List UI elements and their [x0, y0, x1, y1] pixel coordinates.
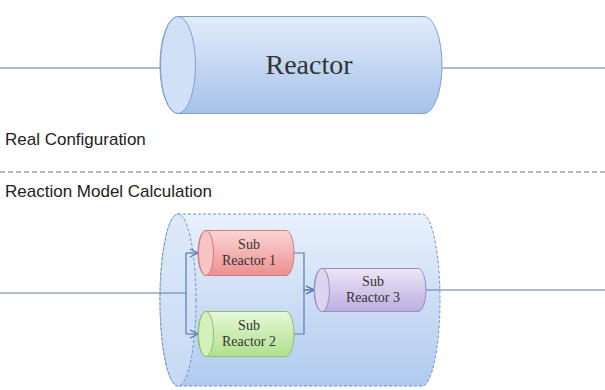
section-label: Real Configuration — [5, 130, 146, 150]
reactor-name: Sub Reactor 2 — [218, 318, 280, 350]
sub-reactor-cylinder: Sub Reactor 3 — [314, 268, 426, 312]
reactor-name: Sub Reactor 3 — [342, 274, 404, 306]
split-branch — [186, 333, 198, 334]
sub-reactor-cylinder: Sub Reactor 1 — [198, 230, 294, 276]
model-reactor-outline — [160, 214, 440, 386]
reactor-name: Sub Reactor 1 — [218, 237, 280, 269]
flow-connector — [294, 290, 314, 334]
outlet-line — [442, 67, 605, 68]
split-branch — [186, 252, 198, 253]
section-label: Reaction Model Calculation — [5, 182, 212, 202]
model-outlet-line — [426, 289, 605, 290]
split-line — [185, 253, 186, 334]
model-reactor-face — [160, 214, 196, 386]
flow-connector — [294, 253, 314, 290]
model-feed-line — [0, 292, 186, 293]
feed-line — [0, 67, 178, 68]
sub-reactor-cylinder: Sub Reactor 2 — [198, 311, 294, 357]
divider — [0, 171, 605, 172]
reactor-cylinder: Reactor — [160, 16, 442, 114]
reactor-name: Reactor — [265, 49, 352, 81]
